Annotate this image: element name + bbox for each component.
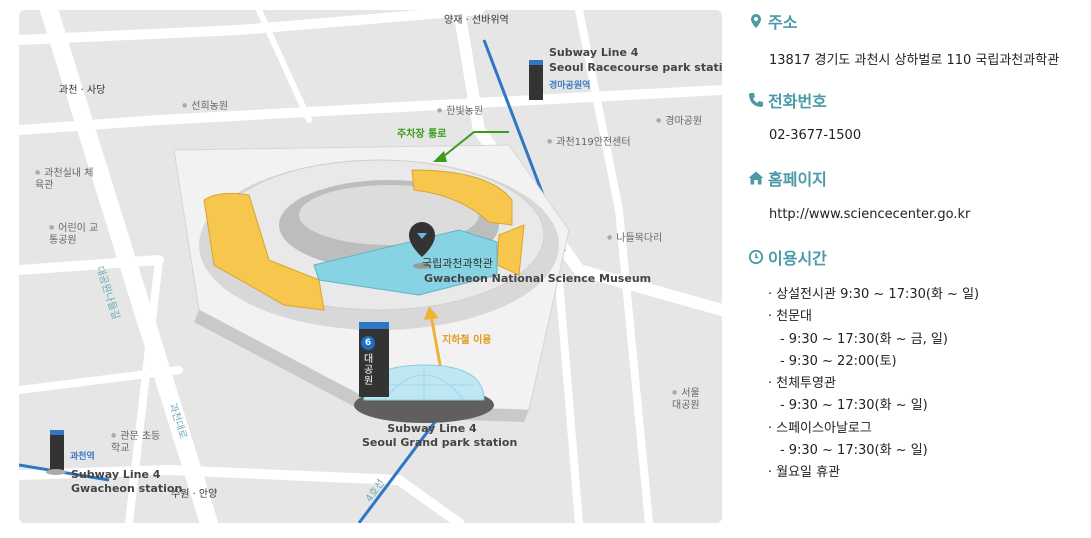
gwacheon-station-line: Subway Line 4 <box>71 468 161 481</box>
hours-list: ·상설전시관 9:30 ~ 17:30(화 ~ 일) ·천문대 -9:30 ~ … <box>768 284 979 485</box>
station-tower-label: 대공원 <box>364 354 374 387</box>
hours-heading: 이용시간 <box>748 245 827 269</box>
subway-route-label: 지하철 이용 <box>442 335 492 346</box>
address-text: 13817 경기도 과천시 상하벌로 110 국립과천과학관 <box>769 53 1060 68</box>
hours-item: ·상설전시관 9:30 ~ 17:30(화 ~ 일) <box>768 287 980 302</box>
hours-subitem: -9:30 ~ 17:30(화 ~ 일) <box>780 443 928 459</box>
place-label: 수원 · 안양 <box>171 489 218 500</box>
grandpark-station-line: Subway Line 4 <box>387 422 477 435</box>
address-heading: 주소 <box>748 9 797 33</box>
hours-subitem: -9:30 ~ 17:30(화 ~ 일) <box>780 398 928 414</box>
phone-heading: 전화번호 <box>748 88 827 112</box>
hours-item: ·월요일 휴관 <box>768 465 841 481</box>
museum-name-en: Gwacheon National Science Museum <box>424 272 652 285</box>
place-label: 어린이 교통공원 <box>49 222 104 247</box>
hours-subitem: -9:30 ~ 22:00(토) <box>780 353 897 369</box>
place-label: 과천 · 사당 <box>59 85 106 96</box>
place-label: 관문 초등학교 <box>111 430 161 455</box>
gwacheon-station-ko: 과천역 <box>70 452 95 462</box>
place-label: 경마공원 <box>656 115 702 128</box>
location-map: 6 대공원 국립과천과학관 Gwacheon National Science … <box>19 10 722 523</box>
phone-text[interactable]: 02-3677-1500 <box>769 128 862 143</box>
place-label: 한빛농원 <box>437 105 483 118</box>
parking-route-label: 주차장 통로 <box>397 129 447 140</box>
map-pin-icon <box>751 14 761 28</box>
racecourse-station-ko: 경마공원역 <box>549 81 591 91</box>
clock-icon <box>748 249 764 265</box>
hours-subitem: -9:30 ~ 17:30(화 ~ 금, 일) <box>780 331 948 347</box>
racecourse-station-line: Subway Line 4 <box>549 46 639 59</box>
grandpark-station-name: Seoul Grand park station <box>362 436 518 449</box>
racecourse-station-name: Seoul Racecourse park station <box>549 61 722 74</box>
hours-item: ·천문대 <box>768 309 813 325</box>
place-label: 서울 대공원 <box>672 387 712 412</box>
gwacheon-station-name: Gwacheon station <box>71 482 183 495</box>
museum-name-ko: 국립과천과학관 <box>422 257 493 270</box>
station-number-badge: 6 <box>361 336 375 350</box>
homepage-heading: 홈페이지 <box>748 166 827 190</box>
place-label: 과천119안전센터 <box>547 136 630 149</box>
hours-item: ·천체투영관 <box>768 376 836 392</box>
place-label: 선희농원 <box>182 100 228 113</box>
hours-item: ·스페이스아날로그 <box>768 420 872 436</box>
place-label: 나들목다리 <box>607 232 662 245</box>
phone-icon <box>749 93 763 107</box>
home-icon <box>748 171 764 185</box>
homepage-link[interactable]: http://www.sciencecenter.go.kr <box>769 207 971 222</box>
map-graphic <box>19 10 722 523</box>
place-label: 양재 · 선바위역 <box>444 15 509 26</box>
place-label: 과천실내 체육관 <box>35 167 95 192</box>
